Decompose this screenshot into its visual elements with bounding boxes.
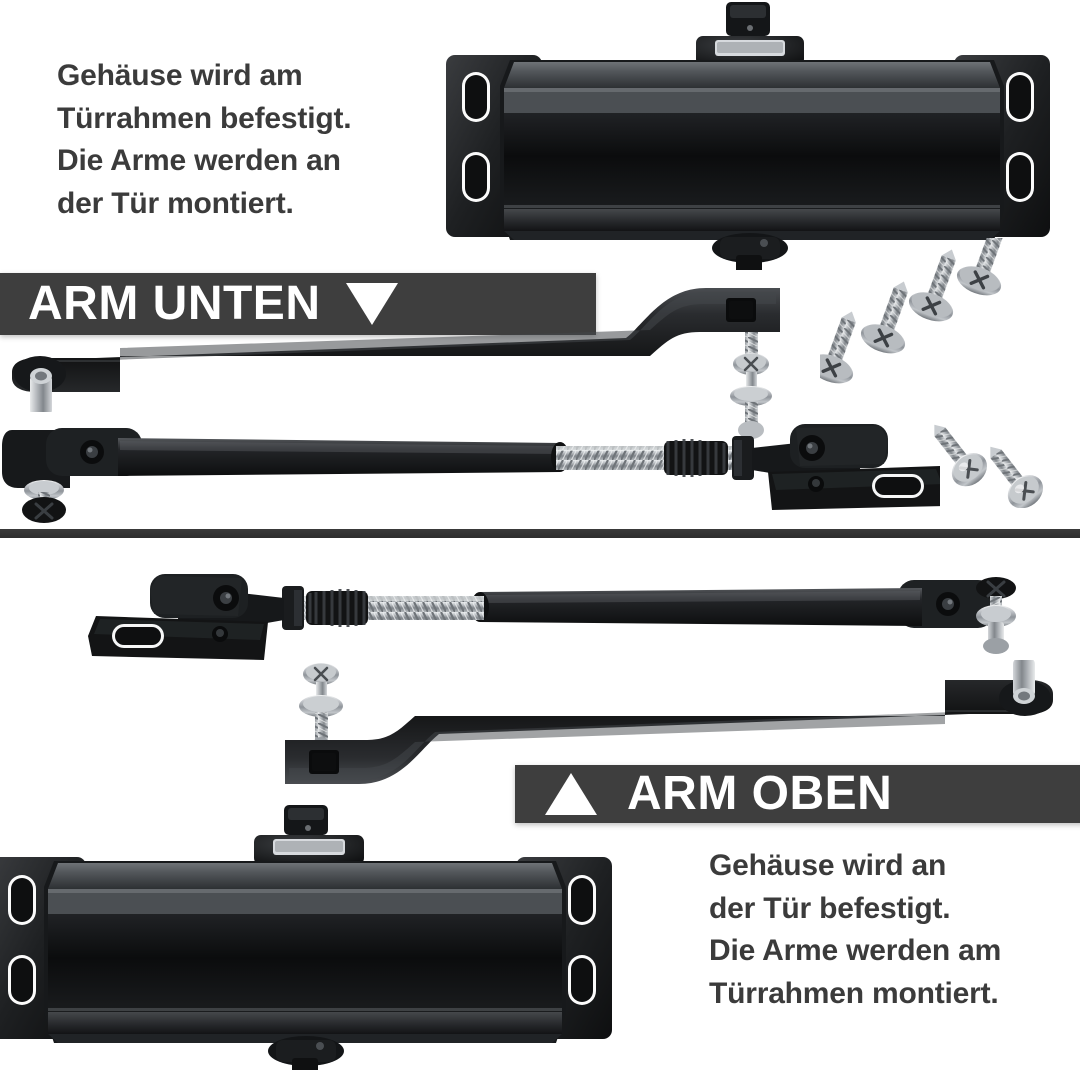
- mounting-plate-right: [954, 55, 1050, 237]
- rod-threaded-shaft: [556, 436, 754, 480]
- rod-right-bracket: [88, 574, 284, 660]
- valve-cap-icon: [696, 2, 804, 66]
- countersunk-screw: [956, 238, 1004, 296]
- valve-cap-icon: [254, 805, 364, 865]
- banner-arm-unten: ARM UNTEN: [0, 273, 596, 335]
- spindle-bottom: [712, 233, 788, 270]
- bolt-with-washer: [299, 663, 343, 747]
- arm-square-hole: [309, 750, 339, 774]
- rod-tube: [471, 588, 922, 626]
- rod-hex-nut: [732, 436, 754, 480]
- arm-square-hole: [726, 298, 756, 322]
- countersunk-screw: [908, 249, 956, 322]
- spindle-bolt-top: [730, 332, 772, 439]
- rod-tube: [118, 438, 569, 476]
- pan-head-screw: [934, 424, 988, 487]
- mounting-plate-left: [0, 857, 86, 1039]
- closer-cylinder-body: [500, 60, 1004, 240]
- section-divider: [0, 529, 1080, 538]
- rod-right-bracket: [752, 424, 940, 510]
- rod-threaded-shaft: [282, 586, 484, 630]
- callout-text-bottom: Gehäuse wird an der Tür befestigt. Die A…: [709, 849, 1002, 1010]
- banner-bottom-label: ARM OBEN: [627, 767, 893, 820]
- door-closer-housing-bottom: [0, 805, 612, 1070]
- arm-pivot-bushing: [999, 660, 1051, 716]
- door-closer-housing-top: [446, 2, 1050, 270]
- bolt-with-washer: [730, 332, 772, 439]
- callout-text-top: Gehäuse wird am Türrahmen befestigt. Die…: [57, 59, 352, 220]
- connecting-rod-top: [2, 424, 940, 523]
- spindle-bolt-bottom: [299, 663, 343, 747]
- closer-cylinder-body: [44, 861, 566, 1043]
- connecting-rod-bottom: [88, 574, 1016, 660]
- rod-left-clevis: [898, 577, 1016, 654]
- spindle-bottom: [268, 1036, 344, 1070]
- triangle-down-icon: [346, 283, 399, 325]
- pan-head-screw: [990, 446, 1044, 508]
- triangle-up-icon: [545, 773, 597, 815]
- countersunk-screw: [820, 311, 856, 384]
- screws-cluster-top: [820, 238, 1044, 508]
- arm-pivot-bushing: [14, 356, 66, 412]
- rod-boot: [306, 589, 368, 627]
- countersunk-screw: [860, 281, 908, 354]
- rod-hex-nut: [282, 586, 304, 630]
- mounting-plate-left: [446, 55, 542, 237]
- rod-left-clevis: [2, 428, 142, 523]
- rod-boot: [664, 439, 728, 477]
- banner-arm-oben: ARM OBEN: [515, 765, 1080, 823]
- banner-top-label: ARM UNTEN: [28, 277, 321, 330]
- mounting-plate-right: [516, 857, 612, 1039]
